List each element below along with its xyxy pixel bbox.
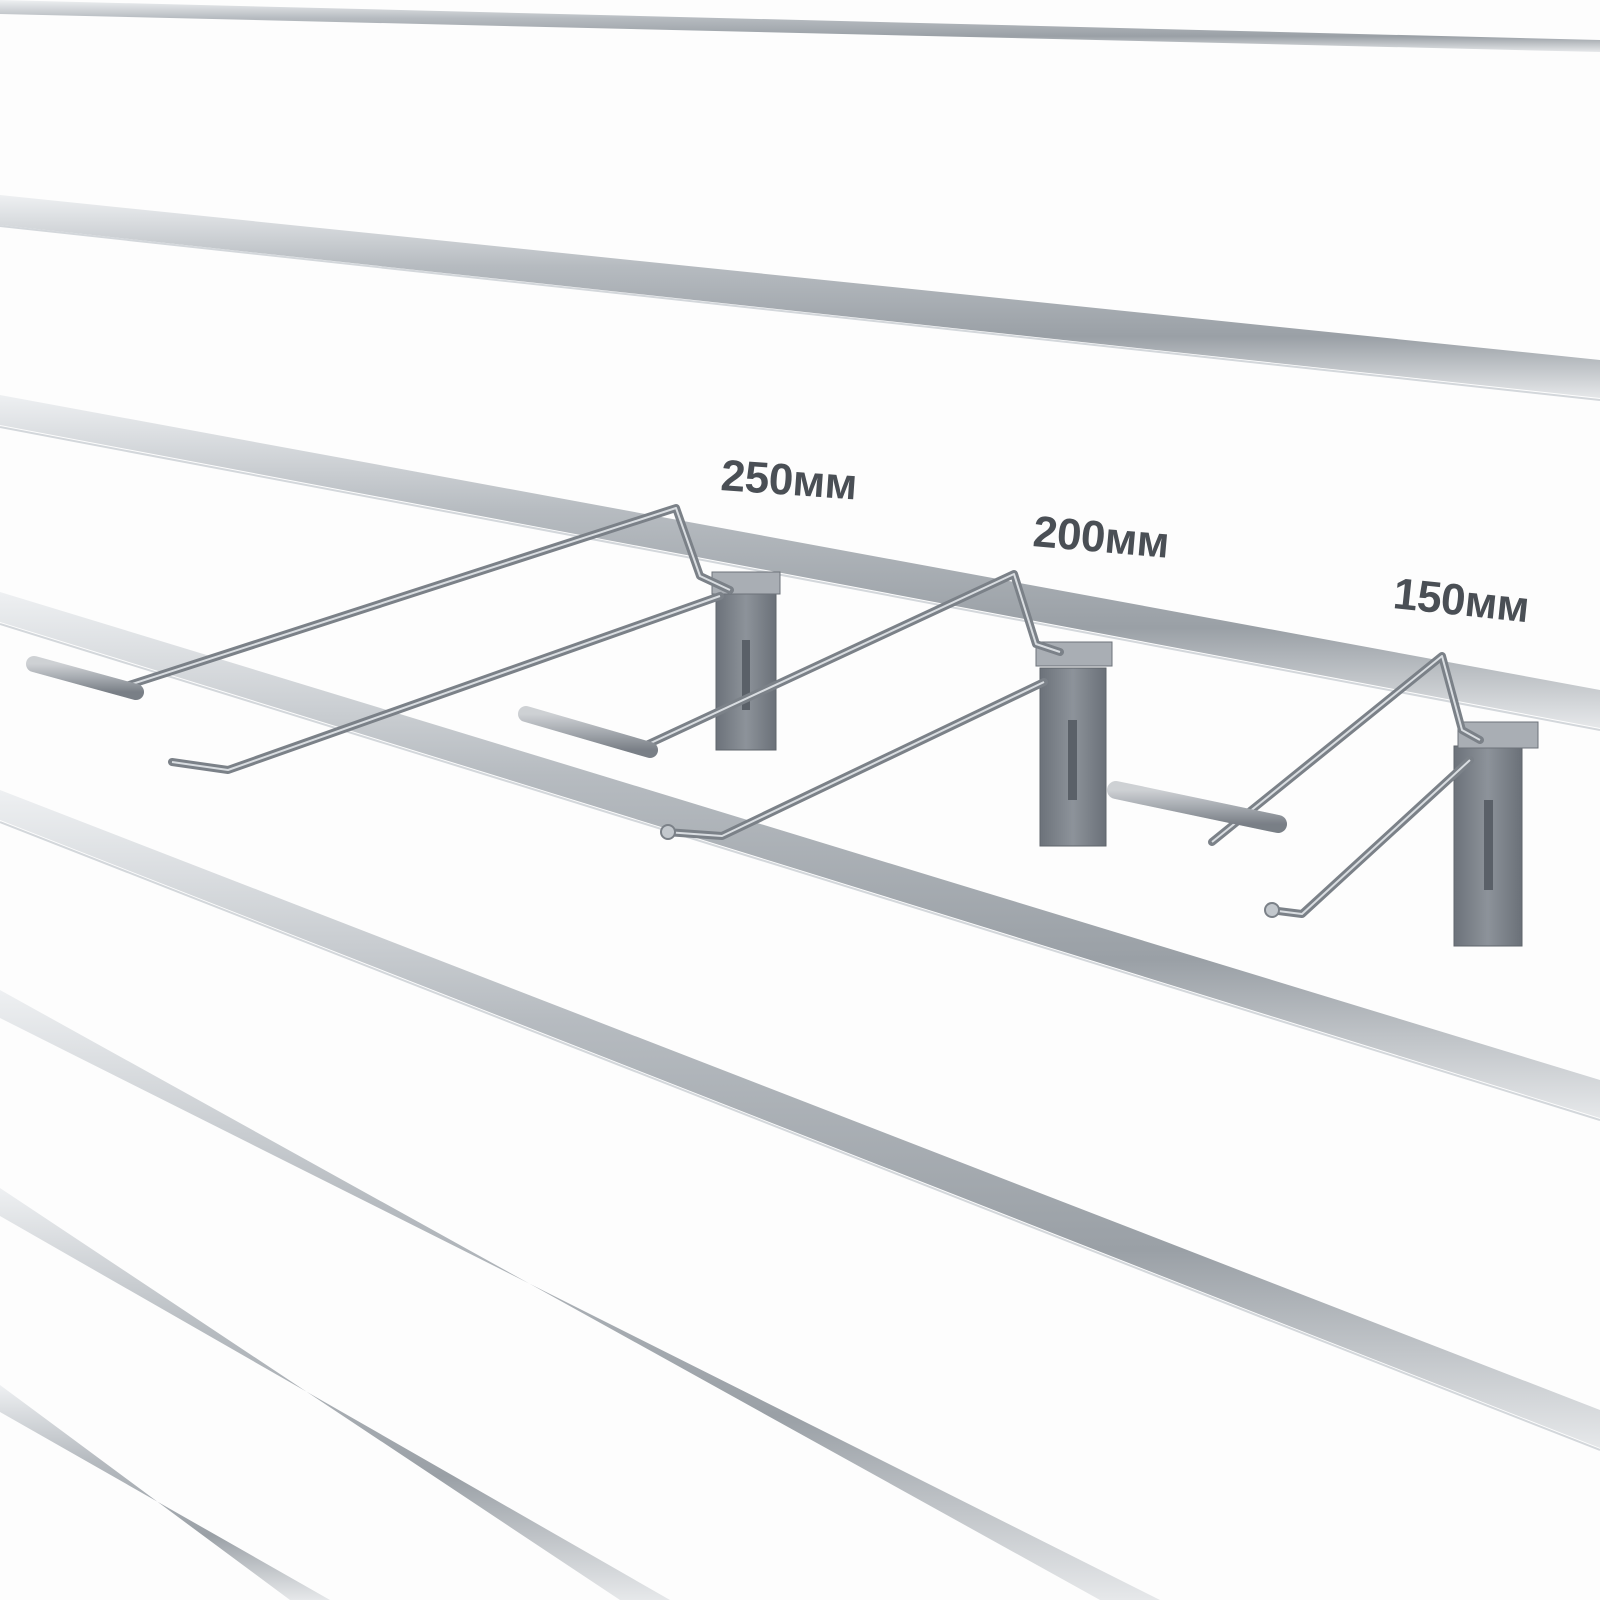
slat-edges [0, 225, 1600, 1451]
hook-rod-tip [660, 824, 676, 840]
hook-150mm [1107, 652, 1539, 947]
hook-bracket-clip [1457, 721, 1539, 749]
size-label-250: 250мм [719, 451, 858, 509]
hook-label-holder [1107, 781, 1287, 833]
slat-groove [0, 395, 1600, 728]
hook-bracket-slot [742, 640, 750, 710]
slat-groove [0, 0, 1600, 52]
slat-groove [0, 790, 1600, 1448]
slat-groove [0, 195, 1600, 398]
hook-bracket-slot [1484, 800, 1493, 890]
slat-groove [0, 592, 1600, 1118]
hook-200mm [518, 570, 1113, 847]
hook-label-holder [518, 706, 658, 758]
hook-250mm [26, 504, 781, 774]
hook-bracket-slot [1068, 720, 1077, 800]
hook-label-holder [26, 656, 144, 700]
size-label-200: 200мм [1031, 507, 1171, 568]
hook-rod-tip [1264, 902, 1280, 918]
